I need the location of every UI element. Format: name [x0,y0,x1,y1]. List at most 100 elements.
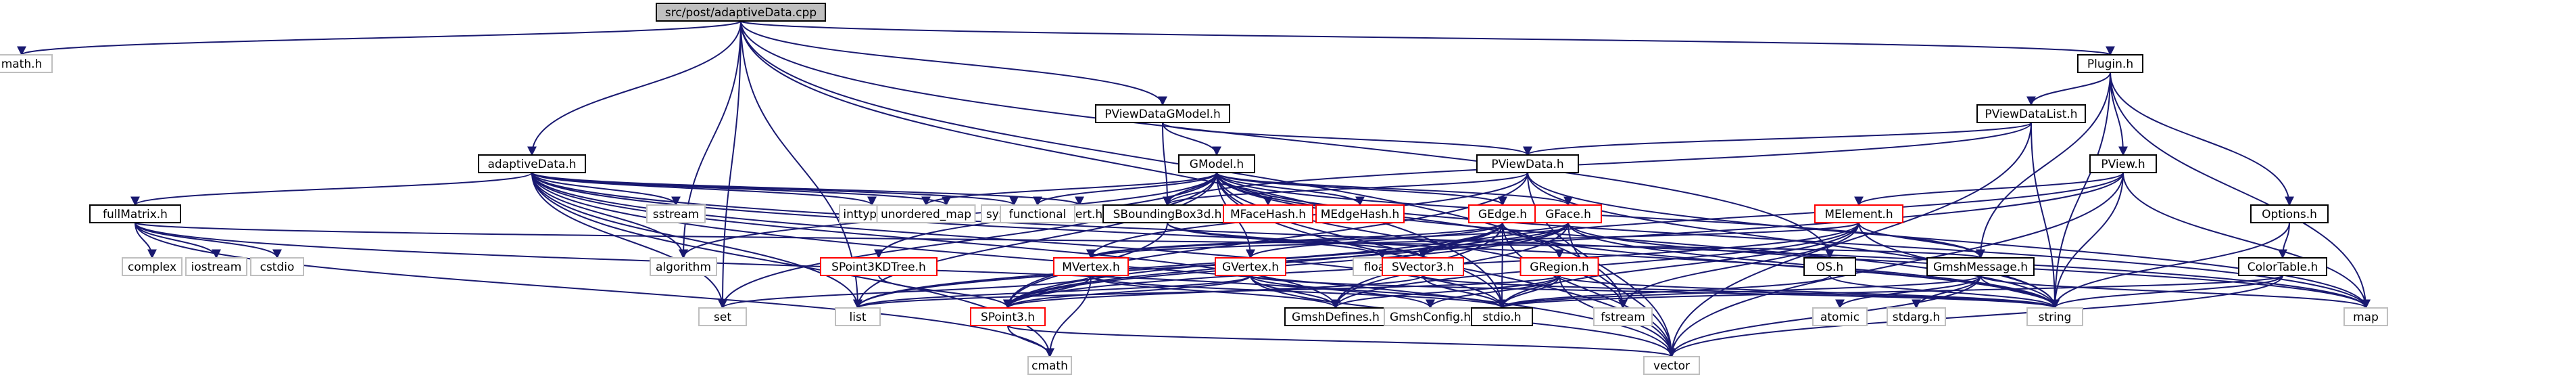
node-medgehash[interactable]: MEdgeHash.h [1315,204,1405,223]
node-sbbox[interactable]: SBoundingBox3d.h [1102,204,1232,223]
node-label-melement: MElement.h [1824,208,1893,221]
node-box-fullmatrix [89,204,181,223]
edge-gedge-to-gvertex [1246,222,1503,259]
node-label-gedge: GEdge.h [1478,208,1527,221]
node-label-mfacehash: MFaceHash.h [1230,208,1306,221]
node-label-atomic: atomic [1820,311,1860,324]
edge-gedge-to-stdio [1497,222,1507,309]
node-svector3[interactable]: SVector3.h [1382,257,1464,276]
edge-pvdl-to-string [2031,122,2060,309]
edge-colortable-to-string [2050,275,2283,309]
node-label-functional: functional [1009,208,1067,221]
node-box-atomic [1812,307,1868,326]
node-colortable[interactable]: ColorTable.h [2238,257,2327,276]
node-label-sbbox: SBoundingBox3d.h [1113,208,1222,221]
node-map: map [2343,307,2388,326]
node-string: string [2026,307,2083,326]
node-mvertex[interactable]: MVertex.h [1053,257,1129,276]
node-math: math.h [0,54,53,73]
node-label-map: map [2353,311,2379,324]
node-options[interactable]: Options.h [2250,204,2329,223]
edge-plugin-to-pvdl [2026,72,2111,106]
node-gmshconfig: GmshConfig.h [1384,307,1477,326]
node-gvertex[interactable]: GVertex.h [1215,257,1286,276]
node-gregion[interactable]: GRegion.h [1520,257,1599,276]
node-label-sstream: sstream [653,208,699,221]
edge-pvdgm-to-pviewdata [1162,122,1532,156]
node-mfacehash[interactable]: MFaceHash.h [1223,204,1313,223]
node-gmodel[interactable]: GModel.h [1178,154,1255,173]
edge-adaptive-to-cmath [531,172,1054,358]
node-cmath: cmath [1027,356,1072,375]
node-label-pview: PView.h [2101,158,2145,171]
edge-spoint3-to-cmath [1007,325,1054,358]
edge-melement-to-stdio [1497,222,1860,309]
edge-fullmatrix-to-cmath [135,222,1054,358]
node-box-set [698,307,747,326]
node-box-melement [1814,204,1903,223]
node-label-pviewdata: PViewData.h [1491,158,1563,171]
edge-mvertex-to-cmath [1045,275,1092,358]
node-gface[interactable]: GFace.h [1534,204,1602,223]
edge-pvdl-to-pviewdata [1523,122,2032,156]
node-pvdgm[interactable]: PViewDataGModel.h [1095,104,1230,123]
node-label-gface: GFace.h [1545,208,1591,221]
node-set: set [698,307,747,326]
edge-root-to-adaptive [527,20,742,156]
node-box-vector [1643,356,1700,375]
node-label-cmath: cmath [1031,359,1068,373]
node-melement[interactable]: MElement.h [1814,204,1903,223]
node-box-functional [1000,204,1075,223]
edge-plugin-to-map [2110,72,2371,309]
node-box-osh [1803,257,1856,276]
node-root[interactable]: src/post/adaptiveData.cpp [656,3,826,22]
node-label-complex: complex [128,261,176,274]
node-box-pview [2089,154,2157,173]
node-label-stdio: stdio.h [1482,311,1521,324]
node-fullmatrix[interactable]: fullMatrix.h [89,204,181,223]
node-label-options: Options.h [2262,208,2317,221]
node-complex: complex [122,257,183,276]
node-label-iostream: iostream [191,261,242,274]
node-cstdio: cstdio [250,257,304,276]
edge-colortable-to-vector [1667,275,2283,358]
edge-adaptive-to-fullmatrix [130,172,533,206]
node-plugin[interactable]: Plugin.h [2077,54,2143,73]
edge-plugin-to-options [2110,72,2294,206]
node-box-gvertex [1215,257,1286,276]
node-box-algorithm [650,257,717,276]
edge-pview-to-spoint3 [1003,172,2124,309]
node-box-pvdl [1976,104,2086,123]
edge-mvertex-to-set [718,275,1092,309]
edge-plugin-to-gmshmsg [1976,72,2111,259]
node-fstream: fstream [1593,307,1653,326]
edge-gvertex-to-stdio [1250,275,1507,309]
node-box-adaptive [478,154,586,173]
edge-pvdl-to-vector [1667,122,2032,358]
node-osh[interactable]: OS.h [1803,257,1856,276]
edge-melement-to-gmshmsg [1858,222,1985,259]
edge-gmodel-to-unordered [921,172,1217,206]
node-gedge[interactable]: GEdge.h [1468,204,1537,223]
node-stdio[interactable]: stdio.h [1471,307,1533,326]
node-pvdl[interactable]: PViewDataList.h [1976,104,2086,123]
node-label-gvertex: GVertex.h [1222,261,1279,274]
node-pview[interactable]: PView.h [2089,154,2157,173]
edge-gmodel-to-functional [1033,172,1217,206]
node-atomic: atomic [1812,307,1868,326]
node-label-adaptive: adaptiveData.h [487,158,576,171]
edge-gface-to-mvertex [1086,222,1569,259]
node-label-gregion: GRegion.h [1530,261,1589,274]
node-spoint3kd[interactable]: SPoint3KDTree.h [820,257,938,276]
node-label-stdarg: stdarg.h [1893,311,1940,324]
node-box-spoint3 [970,307,1046,326]
node-spoint3[interactable]: SPoint3.h [970,307,1046,326]
node-box-options [2250,204,2329,223]
node-iostream: iostream [185,257,247,276]
node-gmshdefines[interactable]: GmshDefines.h [1284,307,1387,326]
edge-root-to-osh [740,20,1834,259]
node-adaptive[interactable]: adaptiveData.h [478,154,586,173]
node-pviewdata[interactable]: PViewData.h [1476,154,1579,173]
node-gmshmsg[interactable]: GmshMessage.h [1926,257,2035,276]
